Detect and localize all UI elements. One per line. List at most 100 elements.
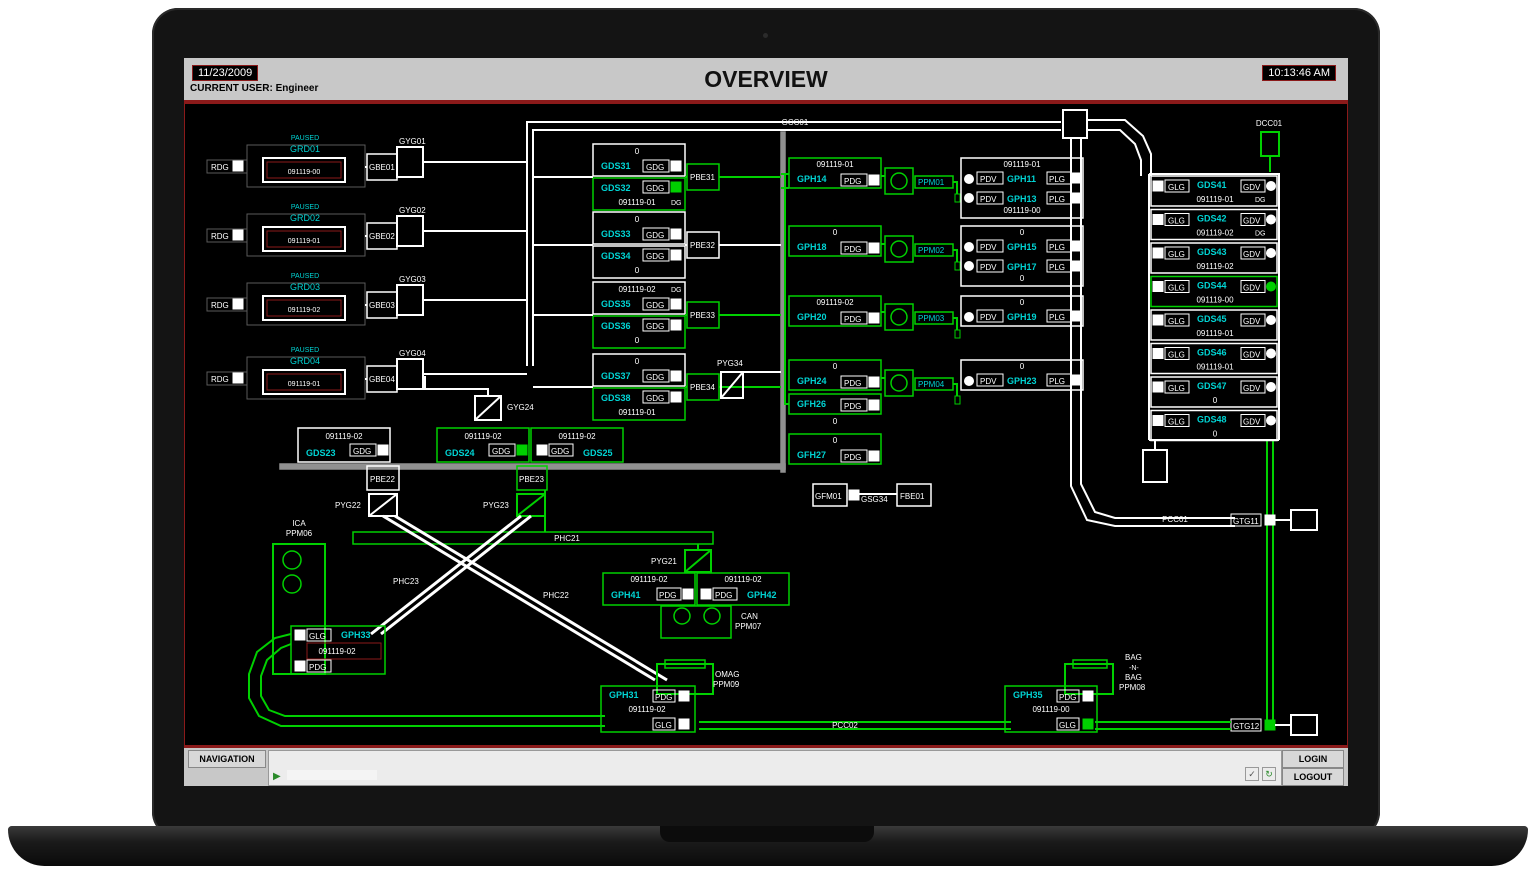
gds-bottom-indicator[interactable] <box>670 319 682 331</box>
gfm-box[interactable] <box>812 483 848 507</box>
plg-indicator[interactable] <box>1070 260 1082 272</box>
rdg-value-box[interactable] <box>262 295 346 321</box>
gds-top-box[interactable] <box>592 281 686 315</box>
gtg-indicator[interactable] <box>1264 514 1276 526</box>
gyg-valve[interactable] <box>396 358 424 390</box>
gdv-indicator[interactable] <box>1266 315 1276 325</box>
plg-indicator[interactable] <box>1070 172 1082 184</box>
gsg-indicator[interactable] <box>848 489 860 501</box>
gds-top-box[interactable] <box>592 353 686 387</box>
gph-right-box[interactable] <box>960 295 1084 327</box>
refresh-icon[interactable]: ↻ <box>1262 767 1276 781</box>
gds-column-vessel[interactable] <box>1142 449 1168 483</box>
gph31-box[interactable] <box>600 685 696 733</box>
gds-lower-box[interactable] <box>297 427 391 463</box>
gds-bottom-indicator[interactable] <box>670 391 682 403</box>
pbe22-box[interactable] <box>366 465 400 491</box>
plg-indicator[interactable] <box>1070 192 1082 204</box>
gds-bottom-indicator[interactable] <box>670 249 682 261</box>
gtg-box[interactable] <box>1230 513 1262 527</box>
ppm-pump[interactable] <box>884 167 914 195</box>
gds-bottom-box[interactable] <box>592 387 686 421</box>
gph41-box[interactable] <box>602 572 696 606</box>
glg-indicator[interactable] <box>1152 348 1164 359</box>
gds-column-box[interactable] <box>1150 208 1278 241</box>
gph-left-box[interactable] <box>788 225 882 257</box>
gph-right-box[interactable] <box>960 359 1084 391</box>
gtg-box[interactable] <box>1230 718 1262 732</box>
gph-left-indicator[interactable] <box>868 242 880 254</box>
glg-indicator[interactable] <box>1152 247 1164 259</box>
dcc01-vessel[interactable] <box>1260 131 1280 157</box>
plg-indicator[interactable] <box>1070 240 1082 252</box>
glg-indicator[interactable] <box>1152 214 1164 225</box>
gdv-indicator[interactable] <box>1266 415 1276 426</box>
gdv-indicator[interactable] <box>1266 214 1276 225</box>
pdv-indicator[interactable] <box>964 312 974 322</box>
gds-top-indicator[interactable] <box>670 160 682 172</box>
gyg-valve[interactable] <box>396 146 424 178</box>
gph42-indicator[interactable] <box>700 588 712 600</box>
ppm-pump[interactable] <box>884 303 914 331</box>
gcc01-vessel[interactable] <box>1062 109 1088 139</box>
rdg-value-box[interactable] <box>262 157 346 183</box>
ppm-pump[interactable] <box>884 369 914 397</box>
gph-left-box[interactable] <box>788 359 882 391</box>
glg-indicator[interactable] <box>1152 180 1164 192</box>
gph-left-indicator[interactable] <box>868 376 880 388</box>
gyg-valve[interactable] <box>396 215 424 247</box>
gds-bottom-indicator[interactable] <box>670 181 682 193</box>
login-button[interactable]: LOGIN <box>1282 750 1344 768</box>
gds-lower-indicator[interactable] <box>377 444 389 456</box>
rdg-value-box[interactable] <box>262 226 346 252</box>
gph-right-box[interactable] <box>960 157 1084 219</box>
gph31-indicator[interactable] <box>678 690 690 702</box>
gds-bottom-box[interactable] <box>592 315 686 349</box>
ppm-pump[interactable] <box>884 235 914 263</box>
gds-column-box[interactable] <box>1150 376 1278 408</box>
plg-indicator[interactable] <box>1070 374 1082 386</box>
gph-left-box[interactable] <box>788 433 882 465</box>
gds-column-box[interactable] <box>1150 342 1278 375</box>
gph35-indicator[interactable] <box>1082 690 1094 702</box>
rdg-indicator[interactable] <box>232 160 244 172</box>
ica-vessel[interactable] <box>272 543 326 675</box>
gdv-indicator[interactable] <box>1266 382 1276 392</box>
gdv-indicator[interactable] <box>1266 348 1276 359</box>
gds-top-box[interactable] <box>592 143 686 177</box>
gph33-indicator[interactable] <box>294 629 306 641</box>
gds-bottom-box[interactable] <box>592 177 686 211</box>
gdv-indicator[interactable] <box>1266 248 1276 258</box>
gds-top-indicator[interactable] <box>670 298 682 310</box>
gtg-vessel[interactable] <box>1290 509 1318 531</box>
gtg-vessel[interactable] <box>1290 714 1318 736</box>
gph-left-indicator[interactable] <box>868 174 880 186</box>
gds-top-box[interactable] <box>592 211 686 245</box>
fbe-box[interactable] <box>896 483 932 507</box>
pdv-indicator[interactable] <box>964 193 974 203</box>
pdv-indicator[interactable] <box>964 174 974 184</box>
gph35-indicator[interactable] <box>1082 718 1094 730</box>
gds-column-box[interactable] <box>1150 242 1278 274</box>
gds-column-box[interactable] <box>1150 175 1278 207</box>
plg-indicator[interactable] <box>1070 310 1082 322</box>
gdv-indicator[interactable] <box>1266 181 1276 191</box>
gds-top-indicator[interactable] <box>670 370 682 382</box>
rdg-indicator[interactable] <box>232 229 244 241</box>
gds-lower-box[interactable] <box>530 427 624 463</box>
gph35-box[interactable] <box>1004 685 1098 733</box>
command-bar[interactable]: ▶ ✓ ↻ <box>268 750 1282 786</box>
gph33-indicator[interactable] <box>294 660 306 672</box>
gph-left-indicator[interactable] <box>868 399 880 411</box>
gph-left-indicator[interactable] <box>868 312 880 324</box>
pyg34-valve[interactable] <box>720 371 744 399</box>
gds-column-box[interactable] <box>1150 275 1278 308</box>
gds-lower-box[interactable] <box>436 427 530 463</box>
gds-column-box[interactable] <box>1150 309 1278 341</box>
gph-left-indicator[interactable] <box>868 450 880 462</box>
navigation-button[interactable]: NAVIGATION <box>188 750 266 768</box>
pbe23-box[interactable] <box>516 465 548 491</box>
gds-lower-indicator[interactable] <box>516 444 528 456</box>
rdg-indicator[interactable] <box>232 298 244 310</box>
gds-top-indicator[interactable] <box>670 228 682 240</box>
